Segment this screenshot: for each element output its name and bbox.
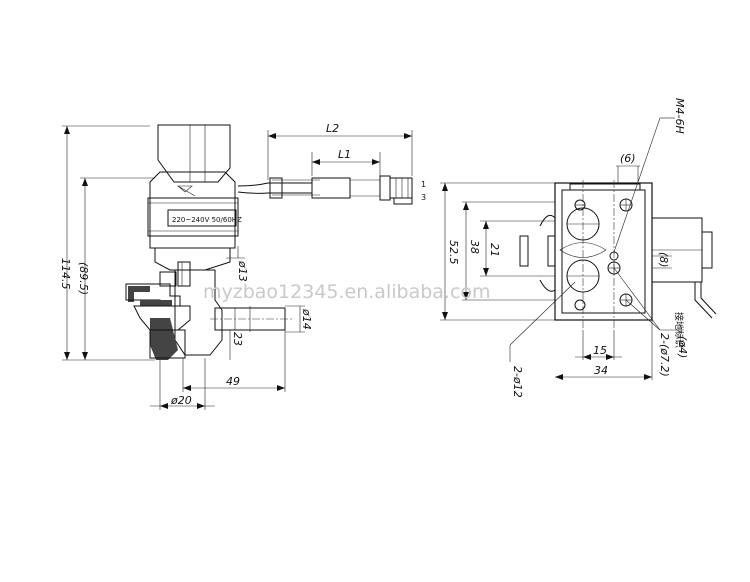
dim-outlet-dia: ø14: [300, 308, 313, 330]
dim-outlet-offset: 23: [231, 332, 244, 346]
dim-overall-height: 114.5: [59, 258, 72, 290]
dim-height-38: 38: [468, 240, 481, 254]
dim-L2: L2: [326, 122, 339, 135]
dim-width-15: 15: [593, 344, 607, 357]
chinese-ground-note: 接地标识: [673, 312, 685, 348]
dim-hole-4: (ø4): [676, 336, 689, 358]
dim-L1: L1: [338, 148, 351, 161]
connector-pin-3: 3: [421, 193, 426, 202]
dim-thread: M4-6H: [673, 98, 686, 134]
dim-base-dia: ø20: [170, 394, 192, 407]
side-view: 114.5 (89.5) 220~240V 50/60HZ ø13: [59, 122, 426, 410]
dim-holes-12: 2-ø12: [511, 366, 524, 398]
dim-width-49: 49: [226, 375, 240, 388]
dim-small-dia: ø13: [236, 260, 249, 282]
dim-height-21: 21: [488, 243, 501, 257]
watermark-text: myzbao12345.en.alibaba.com: [203, 281, 491, 303]
dim-width-34: 34: [594, 364, 608, 377]
dim-right-8: (8): [657, 252, 670, 268]
dim-holes-7-2: 2-(ø7.2): [658, 333, 671, 377]
connector-pin-1: 1: [421, 180, 426, 189]
dim-height-ref: (89.5): [77, 262, 90, 295]
dim-top-6: (6): [620, 152, 636, 165]
dim-height-52-5: 52.5: [447, 240, 460, 265]
front-view: 52.5 38 21: [440, 98, 717, 398]
coil-voltage-label: 220~240V 50/60HZ: [172, 216, 242, 224]
